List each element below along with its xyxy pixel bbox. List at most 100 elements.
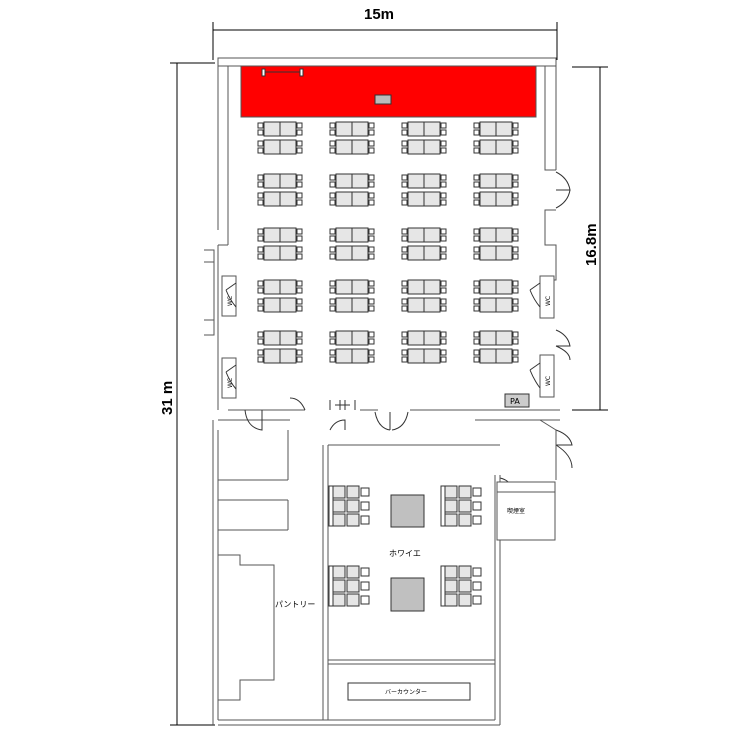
foyer-table-group <box>440 485 482 527</box>
chair <box>440 280 447 287</box>
chair <box>512 129 519 136</box>
table-group <box>473 173 519 207</box>
dimension-width <box>212 22 558 60</box>
chair <box>401 147 408 154</box>
chair <box>329 140 336 147</box>
chair <box>296 174 303 181</box>
bench <box>440 485 446 527</box>
chair <box>257 235 264 242</box>
chair <box>257 253 264 260</box>
chair <box>440 192 447 199</box>
chair <box>473 298 480 305</box>
chair <box>296 253 303 260</box>
chair <box>440 331 447 338</box>
chair <box>401 199 408 206</box>
table <box>458 499 472 513</box>
chair <box>296 199 303 206</box>
chair <box>360 567 370 577</box>
wc-left-1-label: WC <box>227 296 234 306</box>
chair <box>368 235 375 242</box>
chair <box>473 246 480 253</box>
table-group <box>257 227 303 261</box>
chair <box>512 338 519 345</box>
chair <box>296 246 303 253</box>
chair <box>329 122 336 129</box>
chair <box>329 287 336 294</box>
chair <box>512 192 519 199</box>
chair <box>440 147 447 154</box>
chair <box>401 140 408 147</box>
hall-depth-label: 16.8m <box>583 223 600 266</box>
chair <box>401 235 408 242</box>
chair <box>473 228 480 235</box>
chair <box>296 331 303 338</box>
chair <box>401 192 408 199</box>
chair <box>257 228 264 235</box>
chair <box>360 487 370 497</box>
chair <box>401 338 408 345</box>
table-group <box>329 121 375 155</box>
table-group <box>401 227 447 261</box>
chair <box>368 228 375 235</box>
table-group <box>257 173 303 207</box>
equipment-rack <box>329 400 356 410</box>
chair <box>440 199 447 206</box>
bench <box>328 485 334 527</box>
table <box>458 513 472 527</box>
chair <box>368 181 375 188</box>
chair <box>329 147 336 154</box>
table-group <box>473 121 519 155</box>
table <box>346 593 360 607</box>
table-group <box>401 330 447 364</box>
chair <box>257 181 264 188</box>
chair <box>440 349 447 356</box>
width-label: 15m <box>364 6 394 23</box>
table <box>346 565 360 579</box>
chair <box>440 174 447 181</box>
height-label: 31 m <box>159 381 176 415</box>
chair <box>440 356 447 363</box>
chair <box>401 181 408 188</box>
chair <box>401 305 408 312</box>
chair <box>512 305 519 312</box>
lower-walls <box>212 419 557 726</box>
chair <box>368 338 375 345</box>
chair <box>257 199 264 206</box>
chair <box>360 595 370 605</box>
pa-label: PA <box>510 397 520 406</box>
chair <box>440 140 447 147</box>
chair <box>296 140 303 147</box>
table <box>346 499 360 513</box>
chair <box>368 287 375 294</box>
chair <box>296 287 303 294</box>
chair <box>472 567 482 577</box>
chair <box>473 140 480 147</box>
chair <box>473 122 480 129</box>
foyer-table-group <box>328 565 370 607</box>
chair <box>512 235 519 242</box>
chair <box>329 181 336 188</box>
chair <box>440 305 447 312</box>
chair <box>296 181 303 188</box>
table <box>444 485 458 499</box>
pa-booth <box>504 393 530 408</box>
table-group <box>473 279 519 313</box>
chair <box>512 199 519 206</box>
chair <box>473 305 480 312</box>
chair <box>401 174 408 181</box>
chair <box>257 174 264 181</box>
chair <box>440 253 447 260</box>
stage <box>240 65 537 118</box>
chair <box>296 280 303 287</box>
chair <box>472 487 482 497</box>
control-room-label: 喫煙室 <box>507 507 525 515</box>
chair <box>440 338 447 345</box>
chair <box>473 147 480 154</box>
foyer-table-group <box>440 565 482 607</box>
table-group <box>473 330 519 364</box>
chair <box>512 174 519 181</box>
chair <box>368 356 375 363</box>
foyer-tables <box>328 485 482 607</box>
chair <box>472 515 482 525</box>
